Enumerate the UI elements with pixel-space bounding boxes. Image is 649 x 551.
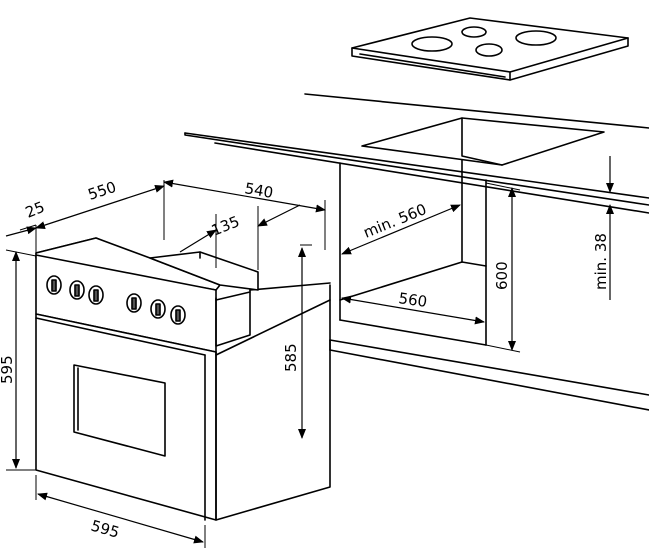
worktop [184,93,649,214]
dimension-lines [5,156,614,548]
oven-knob-icon [170,305,186,325]
dim-595-horizontal-label: 595 [89,517,121,542]
hob-burner-icon [515,30,557,46]
dim-550-label: 550 [86,178,119,204]
hob-burner-icon [411,36,453,52]
dim-600-label: 600 [493,261,511,290]
dim-595-vertical-label: 595 [0,355,16,384]
oven-knob-icon [46,275,62,295]
dim-540-label: 540 [243,179,274,202]
oven-knob-icon [150,299,166,319]
dim-min560-label: min. 560 [361,200,429,242]
dim-min38-label: min. 38 [592,233,610,290]
hob-burner-icon [461,26,487,38]
worktop-cutout [361,117,605,166]
dim-135-label: 135 [209,212,242,239]
dim-585-label: 585 [282,343,300,372]
hob-burner-icon [475,43,503,57]
hob [351,17,629,81]
dim-560-label: 560 [397,289,428,311]
oven-knob-icon [126,293,142,313]
oven-knob-icon [88,285,104,305]
oven-window [73,364,166,457]
oven-knob-icon [69,280,85,300]
oven [35,237,331,521]
dim-25-label: 25 [23,198,47,222]
